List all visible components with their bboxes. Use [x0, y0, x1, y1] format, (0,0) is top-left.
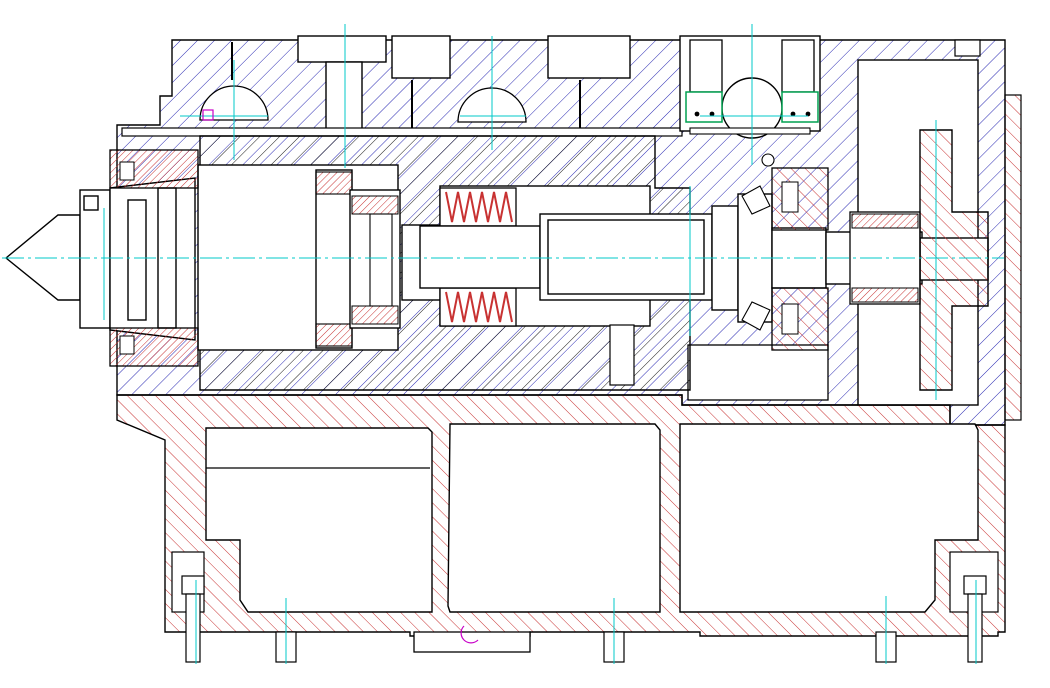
- housing-base: [116, 394, 1006, 653]
- live-center: [4, 177, 196, 341]
- center-lines: [2, 24, 1004, 664]
- handwheel-disc: [919, 94, 1022, 421]
- front-bearing: [109, 149, 199, 367]
- rear-cover: [849, 211, 921, 305]
- rear-bearing: [315, 169, 401, 349]
- thrust-bearing: [741, 153, 829, 351]
- disc-spring-pack: [439, 187, 517, 327]
- marker-marks: [202, 109, 479, 644]
